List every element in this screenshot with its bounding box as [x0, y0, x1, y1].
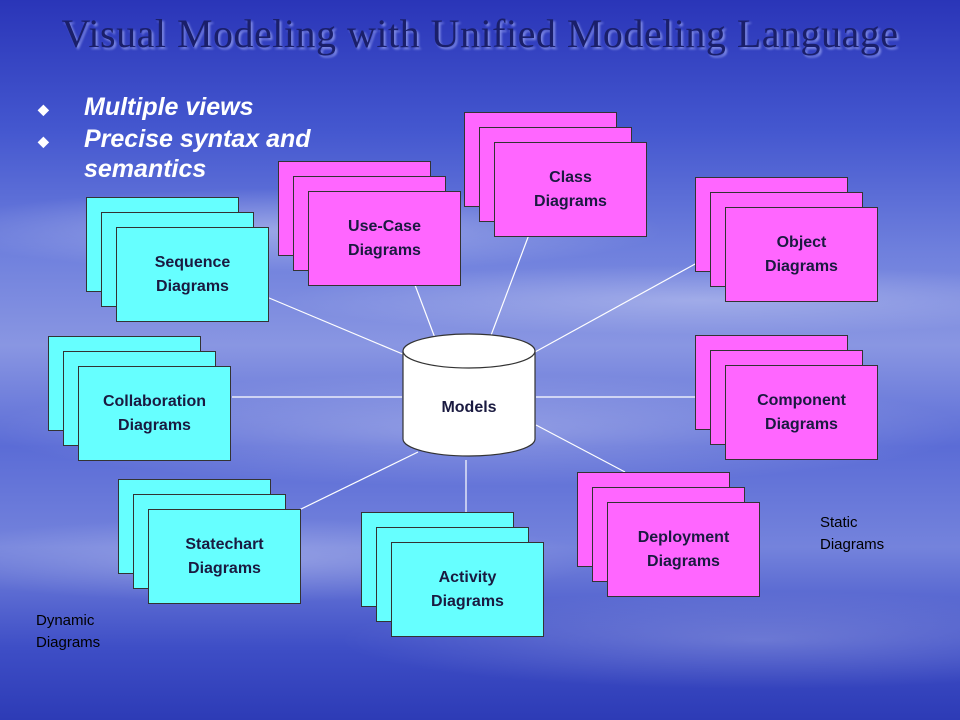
sequence-diagrams-card: Sequence Diagrams — [116, 227, 269, 322]
use-case-diagrams-card: Use-Case Diagrams — [308, 191, 461, 286]
card-label: Deployment Diagrams — [637, 528, 730, 570]
connector-sequence — [261, 294, 406, 356]
bullet-text: Multiple views — [84, 93, 254, 121]
connector-deployment — [535, 424, 626, 473]
class-diagrams-card: Class Diagrams — [494, 142, 647, 237]
diamond-bullet-icon: ◆ — [38, 133, 49, 149]
slide-title: Visual Modeling with Unified Modeling La… — [61, 11, 899, 56]
connector-use-case — [414, 284, 436, 339]
component-diagrams-card: Component Diagrams — [725, 365, 878, 460]
object-diagrams-card: Object Diagrams — [725, 207, 878, 302]
deployment-diagrams-card: Deployment Diagrams — [607, 502, 760, 597]
models-database: Models — [402, 333, 536, 457]
bullet-text: Precise syntax and semantics — [84, 125, 311, 183]
connector-statechart — [294, 451, 419, 513]
card-label: Sequence Diagrams — [154, 253, 231, 295]
connector-object — [534, 257, 707, 353]
activity-diagrams-card: Activity Diagrams — [391, 542, 544, 637]
bullet-list: ◆ Multiple views ◆ Precise syntax and se… — [38, 92, 344, 184]
database-cylinder-icon — [402, 333, 536, 457]
card-label: Activity Diagrams — [431, 568, 504, 610]
bullet-item: ◆ Multiple views — [38, 92, 344, 124]
card-label: Class Diagrams — [534, 168, 607, 210]
models-label: Models — [441, 399, 497, 416]
static-diagrams-note: Static Diagrams — [820, 514, 885, 553]
card-label: Collaboration Diagrams — [102, 392, 207, 434]
connector-class — [489, 231, 531, 339]
card-label: Use-Case Diagrams — [348, 217, 421, 259]
statechart-diagrams-card: Statechart Diagrams — [148, 509, 301, 604]
bullet-item: ◆ Precise syntax and semantics — [38, 124, 344, 184]
diamond-bullet-icon: ◆ — [38, 101, 49, 117]
card-label: Component Diagrams — [757, 391, 846, 433]
card-label: Object Diagrams — [765, 233, 838, 275]
dynamic-diagrams-note: Dynamic Diagrams — [36, 612, 101, 651]
collaboration-diagrams-card: Collaboration Diagrams — [78, 366, 231, 461]
card-label: Statechart Diagrams — [185, 535, 264, 577]
